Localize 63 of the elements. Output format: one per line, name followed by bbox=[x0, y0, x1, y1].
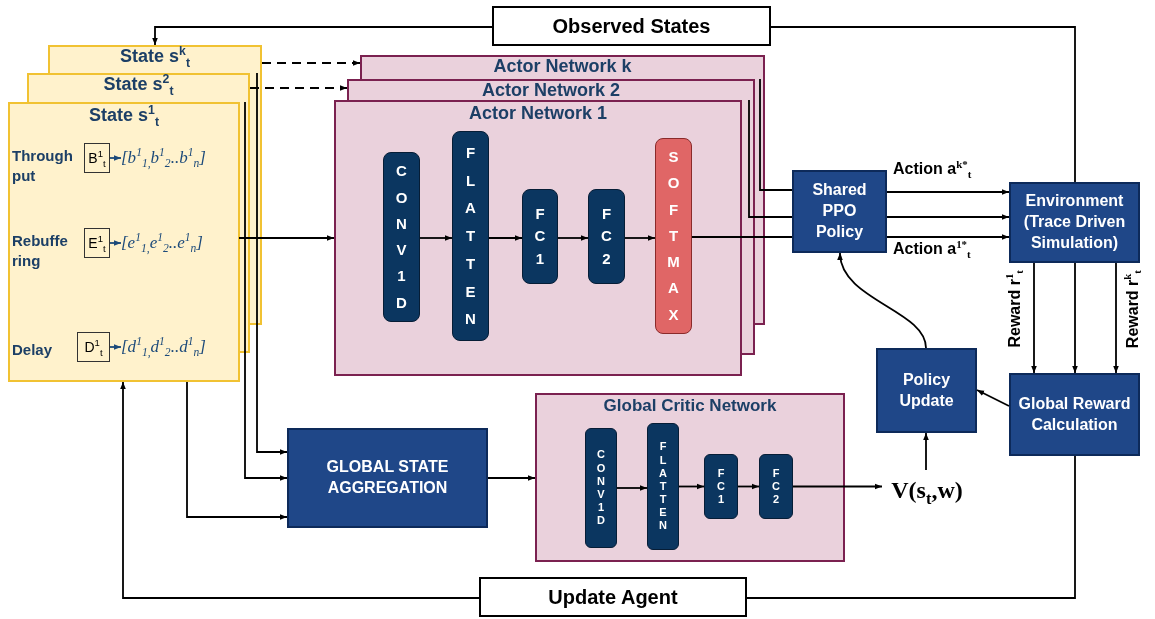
layer-block: FLATTEN bbox=[452, 131, 489, 341]
arrow bbox=[261, 60, 361, 66]
arrow bbox=[419, 235, 453, 241]
layer-block: FLATTEN bbox=[647, 423, 679, 550]
layer-block: CONV1D bbox=[585, 428, 617, 548]
arrow bbox=[488, 235, 523, 241]
panel-title: Actor Network k bbox=[493, 57, 632, 77]
network-panel bbox=[360, 55, 765, 79]
row-label: Delay bbox=[12, 340, 54, 360]
arrow bbox=[616, 485, 648, 491]
arrow bbox=[886, 189, 1010, 195]
panel-title: Actor Network 1 bbox=[468, 104, 607, 124]
row-label: Rebuffe ring bbox=[12, 231, 69, 270]
layer-block: FC1 bbox=[522, 189, 558, 284]
arrow bbox=[152, 26, 493, 46]
arrow bbox=[886, 234, 1010, 240]
arrow bbox=[1072, 262, 1078, 374]
network-panel bbox=[347, 79, 755, 100]
label-box: Update Agent bbox=[479, 577, 747, 617]
process-box: Environment (Trace Driven Simulation) bbox=[1009, 182, 1140, 263]
state-card bbox=[48, 45, 262, 73]
arrow bbox=[238, 235, 335, 241]
arrow bbox=[737, 483, 760, 490]
arrow bbox=[256, 72, 288, 455]
row-label: Through put bbox=[12, 146, 74, 185]
label-box: Observed States bbox=[492, 6, 771, 46]
arrow bbox=[1113, 262, 1119, 374]
softmax-block: SOFTMAX bbox=[655, 138, 692, 334]
network-panel bbox=[535, 393, 845, 562]
arrow bbox=[120, 381, 480, 599]
process-box: Global Reward Calculation bbox=[1009, 373, 1140, 456]
arrow bbox=[1031, 262, 1037, 374]
layer-block: CONV1D bbox=[383, 152, 420, 322]
layer-block: FC1 bbox=[704, 454, 738, 519]
process-box: GLOBAL STATE AGGREGATION bbox=[287, 428, 488, 528]
arrow bbox=[487, 475, 536, 481]
arrow bbox=[678, 483, 705, 490]
arrow bbox=[923, 432, 929, 471]
arrow bbox=[624, 235, 656, 241]
arrow bbox=[249, 85, 348, 91]
state-card bbox=[8, 102, 240, 382]
arrow bbox=[976, 389, 1010, 407]
arrow bbox=[109, 155, 122, 161]
panel-title: Global Critic Network bbox=[603, 397, 777, 416]
arrow bbox=[838, 252, 927, 349]
process-box: Policy Update bbox=[876, 348, 977, 433]
vector-text: [b$^{1}$$_{1,}$b$^{1}$$_{2}$..b$^{1}$$_{n}$] bbox=[121, 141, 239, 175]
layer-block: FC2 bbox=[588, 189, 625, 284]
vector-text: [e$^{1}$$_{1,}$e$^{1}$$_{2}$..e$^{1}$$_{n}$] bbox=[121, 226, 239, 260]
arrow bbox=[186, 381, 288, 520]
arrow bbox=[244, 101, 288, 481]
panel-title: Actor Network 2 bbox=[481, 81, 620, 101]
arrow bbox=[109, 344, 122, 350]
network-panel bbox=[334, 100, 742, 376]
value-text: V(s$_{t}$,w) bbox=[882, 470, 972, 510]
vector-text: [d$^{1}$$_{1,}$d$^{1}$$_{2}$..d$^{1}$$_{n}$] bbox=[121, 330, 239, 364]
arrow bbox=[557, 235, 589, 241]
arrow bbox=[109, 240, 122, 246]
process-box: Shared PPO Policy bbox=[792, 170, 887, 253]
arrow bbox=[792, 483, 883, 490]
state-card bbox=[27, 73, 250, 102]
layer-block: FC2 bbox=[759, 454, 793, 519]
arrow bbox=[886, 214, 1010, 220]
